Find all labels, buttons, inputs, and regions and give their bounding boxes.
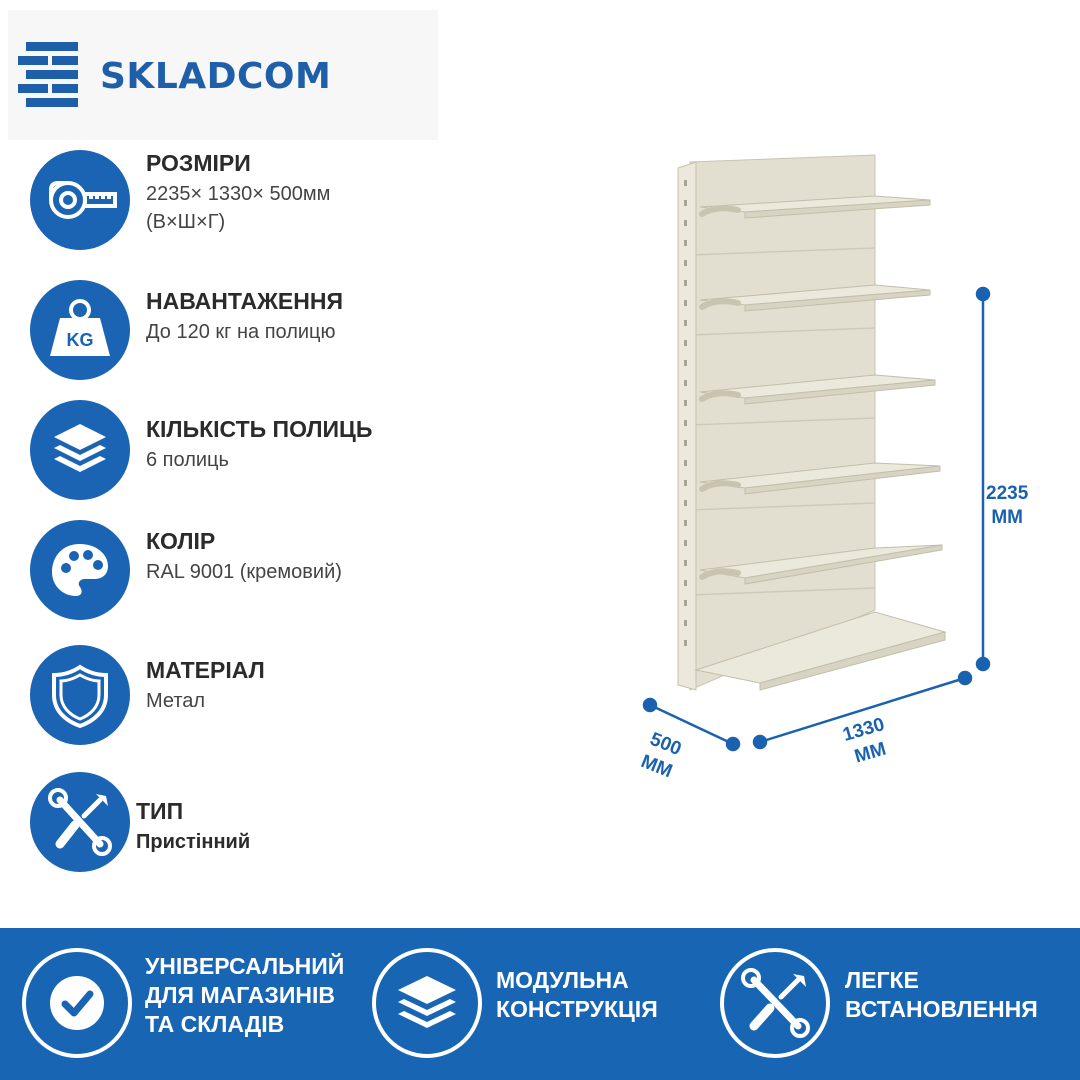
height-dimension-label: 2235 ММ	[986, 482, 1028, 530]
svg-text:KG: KG	[67, 330, 94, 350]
tape-measure-icon	[30, 150, 130, 250]
spec-title: РОЗМІРИ	[146, 150, 251, 176]
spec-type: ТИП Пристінний	[30, 772, 590, 877]
spec-shelves: КІЛЬКІСТЬ ПОЛИЦЬ 6 полиць	[30, 400, 590, 505]
palette-icon	[30, 520, 130, 620]
tools-icon	[720, 948, 830, 1058]
spec-value-line: RAL 9001 (кремовий)	[146, 561, 342, 583]
spec-value: 2235× 1330× 500мм (В×Ш×Г)	[146, 180, 330, 236]
spec-value-line: Метал	[146, 690, 206, 712]
spec-title: МАТЕРІАЛ	[146, 657, 265, 683]
layers-icon	[372, 948, 482, 1058]
spec-material: МАТЕРІАЛ Метал	[30, 645, 590, 750]
spec-dimensions: РОЗМІРИ 2235× 1330× 500мм (В×Ш×Г)	[30, 150, 590, 255]
spec-value: До 120 кг на полицю	[146, 318, 336, 346]
spec-title: КОЛІР	[146, 528, 216, 554]
shield-icon	[30, 645, 130, 745]
benefit-line: МОДУЛЬНА	[496, 967, 629, 993]
spec-title: НАВАНТАЖЕННЯ	[146, 288, 343, 314]
spec-value-line: 2235× 1330× 500мм	[146, 183, 331, 205]
brand-logo: SKLADCOM	[8, 10, 438, 140]
spec-title: ТИП	[136, 798, 184, 824]
spec-value: Метал	[146, 687, 205, 715]
benefit-line: ДЛЯ МАГАЗИНІВ	[145, 982, 335, 1008]
height-unit: ММ	[991, 507, 1023, 528]
skladcom-logo-icon	[18, 42, 78, 107]
benefits-banner: УНІВЕРСАЛЬНИЙ ДЛЯ МАГАЗИНІВ ТА СКЛАДІВ М…	[0, 928, 1080, 1080]
spec-value-line: (В×Ш×Г)	[146, 211, 226, 233]
benefit-line: ТА СКЛАДІВ	[145, 1011, 285, 1037]
benefit-line: ЛЕГКЕ	[845, 967, 919, 993]
spec-value: RAL 9001 (кремовий)	[146, 558, 342, 586]
spec-value: Пристінний	[136, 828, 250, 856]
benefit-line: УНІВЕРСАЛЬНИЙ	[145, 953, 345, 979]
benefit-line: ВСТАНОВЛЕННЯ	[845, 996, 1038, 1022]
spec-title: КІЛЬКІСТЬ ПОЛИЦЬ	[146, 416, 373, 442]
benefit-text: ЛЕГКЕ ВСТАНОВЛЕННЯ	[845, 966, 1038, 1024]
benefit-text: УНІВЕРСАЛЬНИЙ ДЛЯ МАГАЗИНІВ ТА СКЛАДІВ	[145, 952, 344, 1039]
spec-value-line: До 120 кг на полицю	[146, 321, 336, 343]
tools-icon	[30, 772, 130, 872]
height-value: 2235	[986, 483, 1029, 504]
benefit-line: КОНСТРУКЦІЯ	[496, 996, 658, 1022]
cream-wall-shelving-rack	[677, 154, 947, 691]
spec-value-line: 6 полиць	[146, 449, 229, 471]
spec-color: КОЛІР RAL 9001 (кремовий)	[30, 520, 590, 625]
checkmark-icon	[22, 948, 132, 1058]
benefit-text: МОДУЛЬНА КОНСТРУКЦІЯ	[496, 966, 658, 1024]
brand-name: SKLADCOM	[100, 56, 332, 97]
kg-weight-icon: KG	[30, 280, 130, 380]
layers-icon	[30, 400, 130, 500]
spec-load: KG НАВАНТАЖЕННЯ До 120 кг на полицю	[30, 280, 590, 385]
spec-value: 6 полиць	[146, 446, 229, 474]
spec-value-line: Пристінний	[136, 831, 251, 853]
